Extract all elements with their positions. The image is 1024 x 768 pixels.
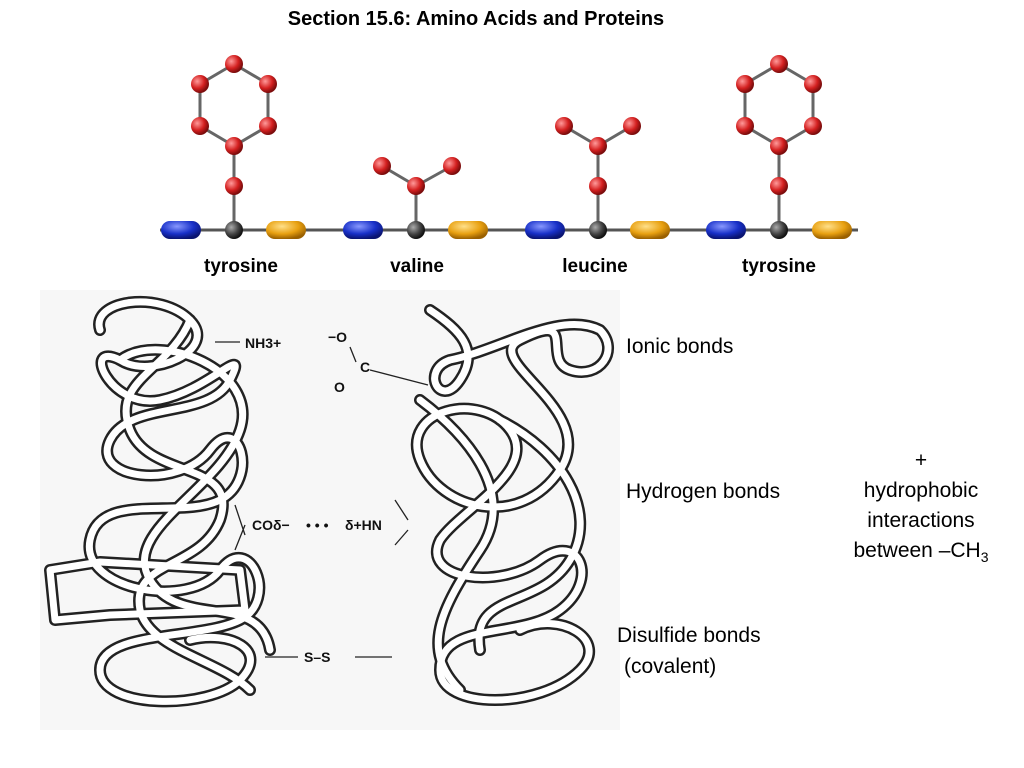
amino-group <box>525 221 565 239</box>
amino-acid-label: valine <box>390 256 444 277</box>
carboxyl-group <box>812 221 852 239</box>
tertiary-structure-figure: NH3+ −O C O COδ− • • • δ+HN S–S <box>40 290 620 730</box>
atom <box>373 157 391 175</box>
alpha-carbon <box>225 221 243 239</box>
atom <box>770 137 788 155</box>
atom <box>770 177 788 195</box>
connector-line <box>394 529 409 546</box>
amine-label: NH3+ <box>245 335 281 351</box>
atom <box>736 117 754 135</box>
atom <box>443 157 461 175</box>
note-line: hydrophobic <box>863 479 979 502</box>
carboxyl-group <box>630 221 670 239</box>
residue-leucine <box>525 117 670 239</box>
atom <box>736 75 754 93</box>
atom <box>191 117 209 135</box>
atom <box>191 75 209 93</box>
atom <box>407 177 425 195</box>
atom <box>589 177 607 195</box>
atom <box>555 117 573 135</box>
connector-line <box>234 524 246 551</box>
atom <box>589 137 607 155</box>
carboxylate-c: C <box>360 359 370 375</box>
hydrogen-bond-dots: • • • <box>306 517 329 533</box>
disulfide-bonds-label: Disulfide bonds <box>617 624 761 647</box>
carboxyl-group <box>448 221 488 239</box>
amino-acid-label: leucine <box>562 256 628 277</box>
amino-acid-label: tyrosine <box>204 256 278 277</box>
nh-label: δ+HN <box>345 517 382 533</box>
alpha-carbon <box>407 221 425 239</box>
carbonyl-label: COδ− <box>252 517 290 533</box>
note-line: between –CH3 <box>826 536 1016 572</box>
note-line: interactions <box>867 509 975 532</box>
atom <box>225 177 243 195</box>
atom <box>259 75 277 93</box>
disulfide-label: S–S <box>304 649 330 665</box>
connector-line <box>349 346 357 363</box>
connector-line <box>369 369 429 386</box>
amino-group <box>343 221 383 239</box>
residue-tyrosine-1 <box>161 55 306 239</box>
alpha-carbon <box>770 221 788 239</box>
polypeptide-chain-diagram <box>160 55 858 239</box>
connector-line <box>394 499 409 521</box>
carboxylate-o-minus: −O <box>328 329 347 345</box>
covalent-label: (covalent) <box>624 655 717 678</box>
atom <box>225 137 243 155</box>
hydrophobic-note: + hydrophobic interactions between –CH3 <box>826 446 1016 572</box>
residue-valine <box>343 157 488 239</box>
protein-coils: NH3+ −O C O COδ− • • • δ+HN S–S <box>44 295 614 708</box>
atom <box>623 117 641 135</box>
amino-group <box>706 221 746 239</box>
note-text: between –CH <box>853 539 981 562</box>
amino-group <box>161 221 201 239</box>
atom <box>225 55 243 73</box>
alpha-carbon <box>589 221 607 239</box>
atom <box>770 55 788 73</box>
atom <box>259 117 277 135</box>
atom <box>804 117 822 135</box>
hydrogen-bonds-label: Hydrogen bonds <box>626 480 781 503</box>
subscript-3: 3 <box>980 549 989 566</box>
page-title: Section 15.6: Amino Acids and Proteins <box>287 8 665 30</box>
carboxyl-group <box>266 221 306 239</box>
residue-tyrosine-2 <box>706 55 852 239</box>
plus-sign: + <box>914 449 928 472</box>
atom <box>804 75 822 93</box>
ionic-bonds-label: Ionic bonds <box>626 335 734 358</box>
amino-acid-label: tyrosine <box>742 256 816 277</box>
carboxylate-o: O <box>334 379 345 395</box>
